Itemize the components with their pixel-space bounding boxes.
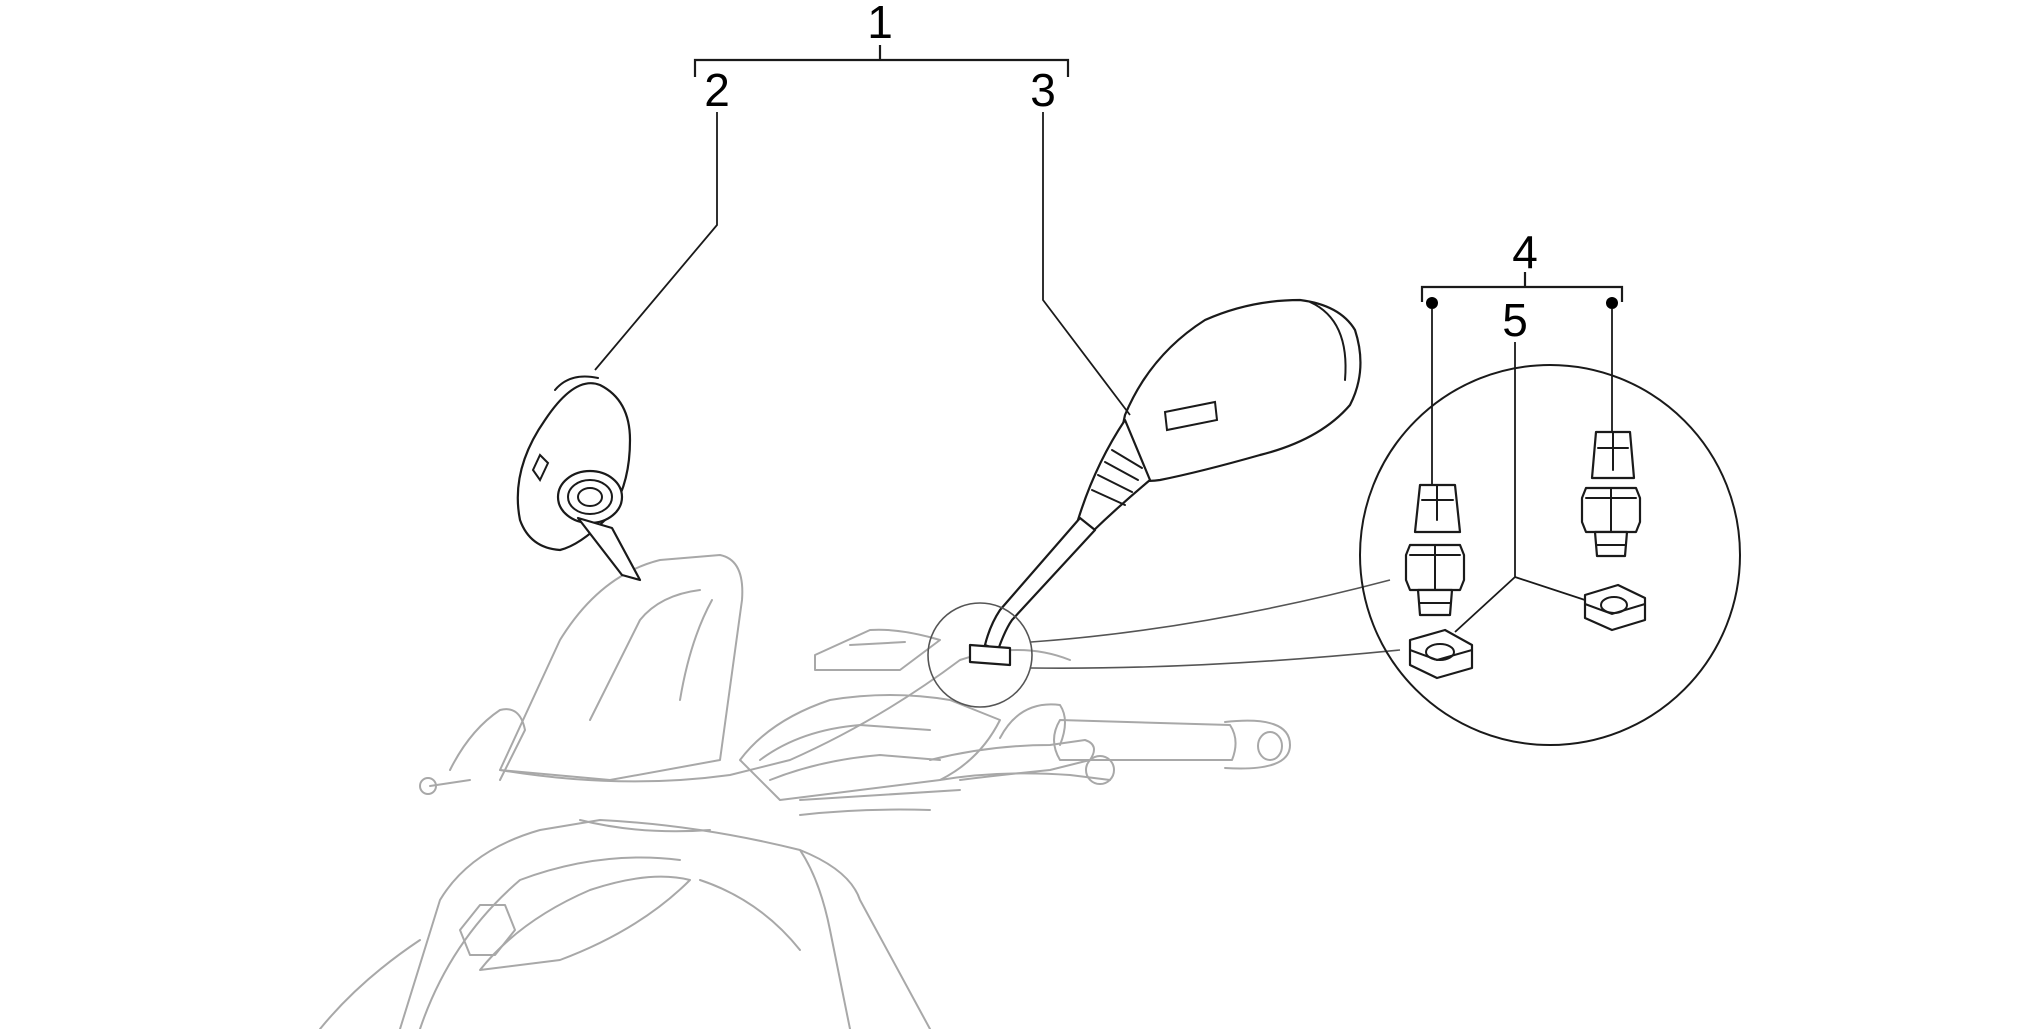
callout-2: 2 (704, 64, 730, 116)
right-mirror[interactable] (968, 298, 1362, 667)
handlebar-shroud-outline (499, 649, 1071, 783)
front-panel-outline (399, 819, 931, 1029)
right-mirror-neck (1076, 418, 1152, 534)
windshield-outline (499, 554, 744, 781)
bracket-1 (693, 58, 1070, 77)
leader-5 (1454, 342, 1586, 633)
screw-adapter-left[interactable] (1404, 483, 1466, 617)
callout-5: 5 (1502, 294, 1528, 346)
leader-3 (1042, 112, 1131, 416)
detail-circle (1359, 364, 1741, 746)
callout-4: 4 (1512, 226, 1538, 278)
left-mirror-stem (576, 516, 642, 582)
right-mirror-housing (1113, 298, 1362, 482)
right-mirror-stem (983, 516, 1097, 652)
callout-leaders (594, 45, 1624, 633)
nut-right[interactable] (1583, 583, 1647, 632)
bullet-left (1426, 297, 1438, 309)
scooter-front-context (319, 554, 1291, 1029)
mount-detail-circle (927, 602, 1033, 708)
callout-3: 3 (1030, 64, 1056, 116)
grip-outline (1053, 719, 1237, 761)
bullet-right (1606, 297, 1618, 309)
left-mirror[interactable] (516, 375, 642, 582)
bracket-4 (1420, 285, 1624, 302)
nut-left[interactable] (1408, 628, 1474, 680)
callout-1: 1 (867, 0, 893, 48)
detail-magnifier (1030, 364, 1741, 746)
screw-adapter-right[interactable] (1580, 430, 1642, 558)
leader-2 (594, 112, 718, 371)
